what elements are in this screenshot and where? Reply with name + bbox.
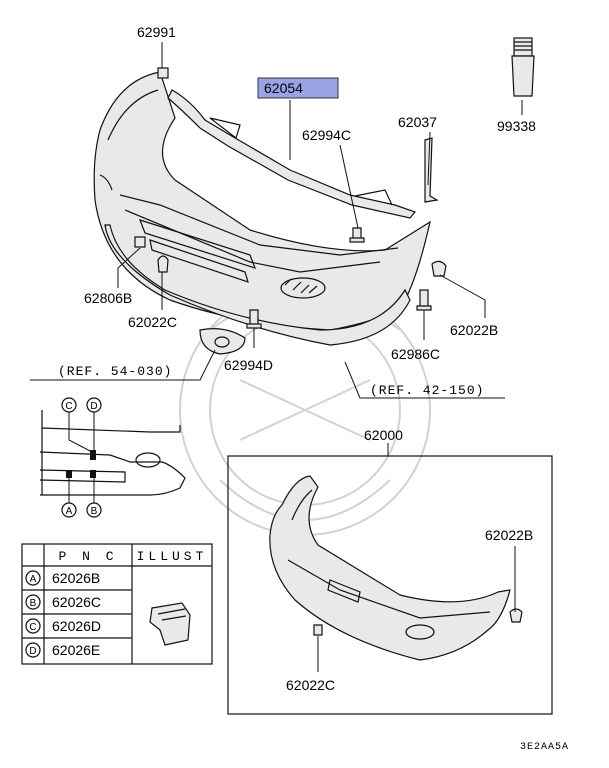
label-62994d: 62994D: [224, 357, 273, 373]
highlight-62054: [257, 77, 339, 99]
label-62022b-top: 62022B: [450, 322, 498, 338]
label-62022c-box: 62022C: [286, 677, 335, 693]
label-62986c: 62986C: [391, 346, 440, 362]
detail-label-a: A: [66, 506, 73, 517]
label-99338: 99338: [497, 118, 536, 134]
leader-lines: [30, 42, 523, 399]
ref-42-150[interactable]: (REF. 42-150): [370, 383, 484, 398]
detail-label-b: B: [91, 506, 98, 517]
label-62054[interactable]: 62054: [264, 80, 303, 96]
table-row-pnc: 62026E: [52, 642, 100, 658]
table-row-pnc: 62026D: [52, 618, 101, 634]
label-62000: 62000: [364, 427, 403, 443]
table-row-key: A: [30, 574, 37, 585]
table-row-pnc: 62026C: [52, 594, 101, 610]
pnc-table: P N C ILLUST A 62026B B 62026C C 62026D …: [21, 543, 213, 665]
table-row-key: B: [30, 598, 37, 609]
label-62806b: 62806B: [84, 290, 132, 306]
part-labels: 62991 62054 62994C 62037 99338 62806B 62…: [58, 24, 569, 753]
table-row-key: D: [29, 646, 36, 657]
table-row-pnc: 62026B: [52, 570, 100, 586]
label-62022b-box: 62022B: [485, 527, 533, 543]
assembly-62000-box: [227, 443, 553, 715]
table-row-key: C: [29, 622, 36, 633]
detail-label-d: D: [90, 401, 97, 412]
label-62991: 62991: [137, 24, 176, 40]
ref-54-030[interactable]: (REF. 54-030): [58, 364, 172, 379]
diagram-code: 3E2AA5A: [520, 742, 569, 753]
table-header-illust: ILLUST: [137, 549, 208, 564]
label-62037: 62037: [398, 114, 437, 130]
detail-label-c: C: [65, 401, 72, 412]
front-bumper-exploded: [93, 37, 535, 355]
label-62022c-top: 62022C: [128, 314, 177, 330]
table-header-pnc: P N C: [58, 549, 117, 564]
label-62994c: 62994C: [302, 127, 351, 143]
clip-detail-inset: C D A B: [39, 397, 186, 518]
